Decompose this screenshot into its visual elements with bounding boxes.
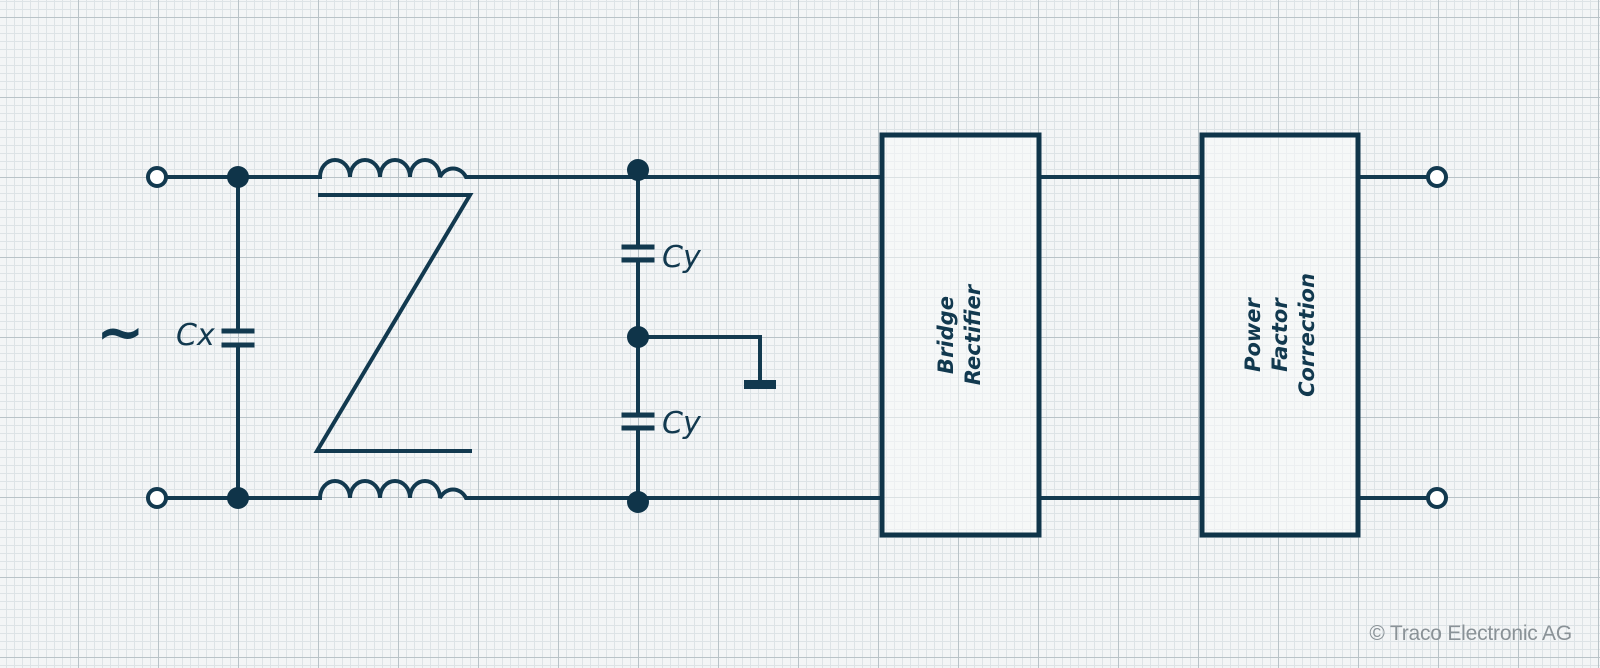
pfc-label-line3: Correction bbox=[1295, 273, 1319, 397]
choke-bottom-winding bbox=[315, 479, 472, 500]
pfc-label-line2: Factor bbox=[1268, 297, 1292, 372]
cx-label: Cx bbox=[176, 318, 215, 353]
output-terminal-top bbox=[1426, 166, 1448, 188]
pfc-label: Power Factor Correction bbox=[1241, 273, 1319, 397]
cx-capacitor bbox=[221, 175, 255, 500]
cy-top-label: Cy bbox=[662, 240, 702, 275]
pfc-label-line1: Power bbox=[1241, 296, 1265, 371]
common-mode-choke bbox=[313, 158, 474, 500]
ac-source-symbol: ~ bbox=[96, 298, 145, 366]
ground-symbol bbox=[636, 335, 776, 389]
junctions bbox=[227, 159, 649, 513]
input-terminal-bottom bbox=[146, 487, 168, 509]
bridge-label-line2: Rectifier bbox=[961, 283, 985, 385]
input-terminal-top bbox=[146, 166, 168, 188]
copyright-notice: © Traco Electronic AG bbox=[1369, 622, 1572, 645]
choke-top-winding bbox=[315, 158, 472, 179]
bridge-rectifier-block bbox=[879, 132, 1042, 538]
cy-bottom-label: Cy bbox=[662, 406, 702, 441]
terminals bbox=[146, 166, 1448, 509]
bridge-label-line1: Bridge bbox=[934, 296, 958, 374]
choke-core bbox=[313, 193, 474, 453]
bridge-rectifier-label: Bridge Rectifier bbox=[934, 283, 985, 385]
pfc-block bbox=[1199, 132, 1361, 538]
output-terminal-bottom bbox=[1426, 487, 1448, 509]
